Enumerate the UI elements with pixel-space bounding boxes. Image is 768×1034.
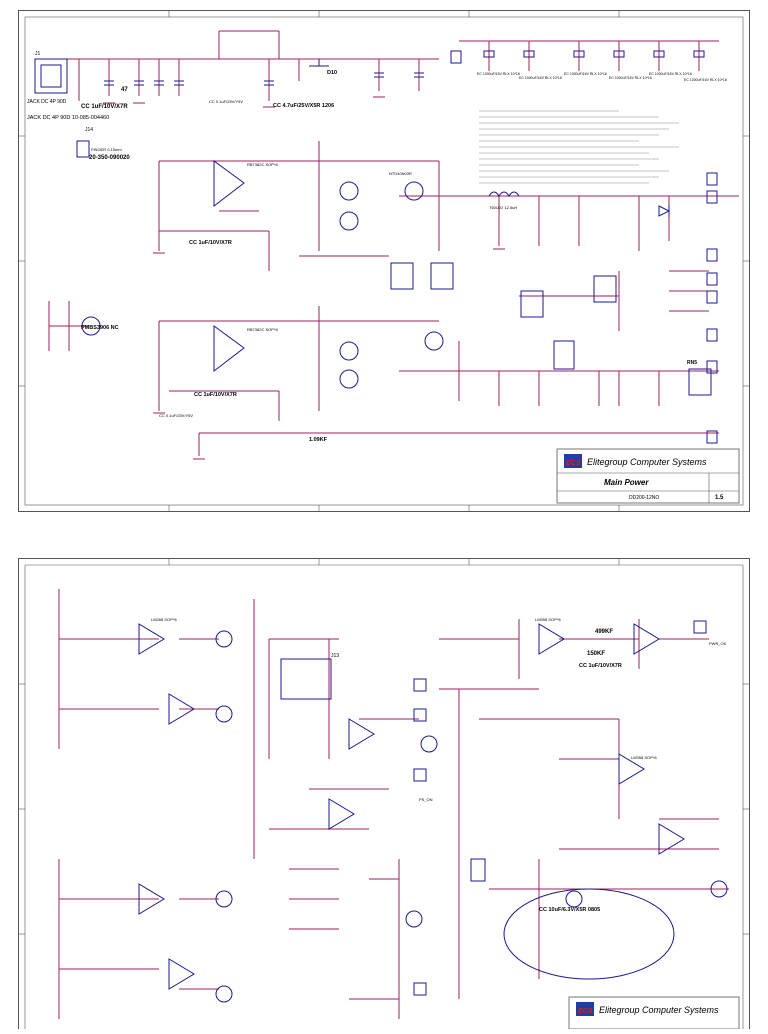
schematic-drawing-2: LM358 SOP*8 LM358 SOP*8 LM358 SOP*8 499K… <box>19 559 749 1030</box>
cap-note-sheet2: CC 1uF/10V/X7R <box>579 663 622 669</box>
opamp-part-1: RB7382C SOP*8 <box>247 162 278 167</box>
r-109kf: 1.09KF <box>309 437 328 443</box>
r-499kf: 499KF <box>595 629 613 635</box>
revision: 1.5 <box>715 495 724 501</box>
r47-value: 47 <box>121 87 128 93</box>
pwr-ok-label: PWR_OK <box>709 641 727 646</box>
r-150kf: 150KF <box>587 651 605 657</box>
ec-note-1: EC 1000uF/16V RLX 10*16 <box>477 72 520 76</box>
j14-sub: FINGER 0.15mm <box>91 147 122 152</box>
ec-note-2: EC 1000uF/16V RLX 10*16 <box>519 76 562 80</box>
inductor-part: T60U22 12.5uH <box>489 205 517 210</box>
labels-sheet2: LM358 SOP*8 LM358 SOP*8 LM358 SOP*8 499K… <box>151 617 727 913</box>
title-block-1: ECS Elitegroup Computer Systems Main Pow… <box>556 448 740 504</box>
wires-top <box>39 30 739 456</box>
ecs-logo-icon-2 <box>576 1002 594 1016</box>
company-name-1: Elitegroup Computer Systems <box>587 457 707 467</box>
j1-sub: JACK DC 4P 90D <box>27 99 67 105</box>
ec-note-5: EC 1000uF/16V RLX 10*16 <box>649 72 692 76</box>
cap-label-mid: CC 4.7uF/25V/X5R 1206 <box>273 103 334 109</box>
ecs-logo-icon <box>564 454 582 468</box>
components-sheet2 <box>138 620 728 1003</box>
ecs-logo-text: ECS <box>566 460 581 467</box>
opamp-part-b: LM358 SOP*8 <box>535 617 561 622</box>
opamp2-cap: CC 1uF/10V/X7R <box>194 392 237 398</box>
border-grid <box>19 11 749 511</box>
schematic-sheet-2: LM358 SOP*8 LM358 SOP*8 LM358 SOP*8 499K… <box>18 558 750 1030</box>
title-block-2: ECS Elitegroup Computer Systems <box>568 996 740 1030</box>
ec-note-4: EC 1000uF/16V RLX 10*16 <box>609 76 652 80</box>
ps-on-label: PS_ON <box>419 797 433 802</box>
j13-connector <box>280 658 332 700</box>
sheet-title: Main Power <box>604 478 649 487</box>
j14-label: 20-350-090020 <box>89 155 130 161</box>
opamp-part-2: RB7382C SOP*8 <box>247 327 278 332</box>
ecs-logo-text-2: ECS <box>578 1008 593 1015</box>
j14-ref: J14 <box>85 127 93 133</box>
circled-cap-label: CC 10uF/6.3V/X5R 0805 <box>539 907 600 913</box>
ec-note-3: EC 1000uF/16V RLX 10*16 <box>564 72 607 76</box>
ground-symbols <box>103 96 505 460</box>
j1-label: JACK DC 4P 90D 10-085-004460 <box>27 115 109 121</box>
wires-sheet2 <box>58 589 729 1019</box>
doc-number: DD200-12NO <box>629 495 659 501</box>
opamp-part-a: LM358 SOP*8 <box>151 617 177 622</box>
schematic-drawing-1: J1 JACK DC 4P 90D JACK DC 4P 90D 10-085-… <box>19 11 749 511</box>
fet-part: NTD40N03R <box>389 171 412 176</box>
company-name-2: Elitegroup Computer Systems <box>599 1005 719 1015</box>
transistor-note: PMBS3906 NC <box>81 325 119 331</box>
j13-label: J13 <box>331 653 339 659</box>
opamp2-cap2: CC 0.1uF/25V/Y5V <box>159 413 193 418</box>
ec-note-6: EC 1000uF/16V RLX 10*16 <box>684 78 727 82</box>
schematic-sheet-main-power: J1 JACK DC 4P 90D JACK DC 4P 90D 10-085-… <box>18 10 750 512</box>
opamp-part-c: LM358 SOP*8 <box>631 755 657 760</box>
parts-notes-block <box>479 110 679 184</box>
components <box>34 50 718 444</box>
border-grid-2 <box>19 559 749 1029</box>
cap-label-left: CC 1uF/10V/X7R <box>81 104 128 110</box>
labels: J1 JACK DC 4P 90D JACK DC 4P 90D 10-085-… <box>27 51 727 443</box>
rn5-ref: RN5 <box>687 360 697 366</box>
diode-d10: D10 <box>327 70 337 76</box>
j1-ref: J1 <box>35 51 41 57</box>
cap-label-mid2: CC 0.1uF/25V/Y5V <box>209 99 243 104</box>
opamp1-cap: CC 1uF/10V/X7R <box>189 240 232 246</box>
